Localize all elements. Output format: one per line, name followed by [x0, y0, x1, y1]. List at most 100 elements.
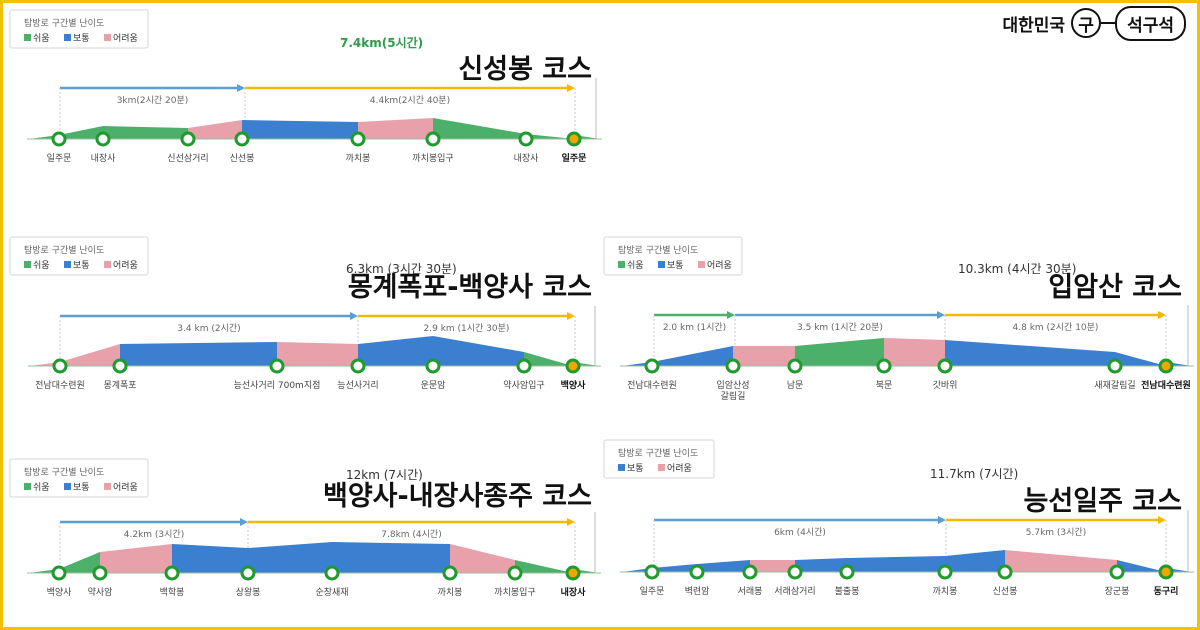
stop-node	[1109, 564, 1125, 580]
stop-node	[689, 564, 705, 580]
stop-label: 내장사	[91, 153, 117, 164]
segment-arrow-head	[1158, 311, 1166, 319]
profile-tail-start	[30, 362, 60, 366]
course-total: 10.3km (4시간 30분)	[958, 262, 1076, 276]
stop-label: 신선봉	[230, 153, 255, 164]
stop-label: 백양사	[47, 587, 73, 598]
profile-segment-hard	[188, 120, 242, 139]
profile-segment-normal	[120, 342, 277, 366]
stop-node	[180, 131, 196, 147]
stop-node	[937, 564, 953, 580]
profile-segment-normal	[172, 544, 248, 573]
profile-segment-hard	[884, 338, 945, 366]
segment-arrow-head	[237, 84, 245, 92]
course-title: 신성봉 코스	[458, 54, 592, 85]
stop-node	[234, 131, 250, 147]
legend-frame	[9, 9, 149, 49]
profile-tail-start	[622, 568, 652, 572]
legend-label-normal: 보통	[627, 463, 644, 474]
stop-label: 까치봉입구	[412, 152, 453, 164]
course-title: 능선일주 코스	[1024, 486, 1182, 517]
profile-segment-hard	[60, 344, 120, 366]
legend-label-normal: 보통	[73, 260, 90, 271]
legend-title: 탐방로 구간별 난이도	[24, 466, 104, 478]
stop-node	[1158, 564, 1174, 580]
stop-node	[565, 565, 581, 581]
profile-segment-hard	[100, 544, 172, 573]
stop-node	[516, 358, 532, 374]
legend-swatch-hard	[104, 34, 111, 41]
stop-node	[725, 358, 741, 374]
stop-node	[425, 131, 441, 147]
legend-frame	[603, 439, 715, 479]
stop-node	[566, 131, 582, 147]
legend-swatch-easy	[24, 34, 31, 41]
stop-label: 동구리	[1154, 585, 1179, 597]
segment-label: 7.8km (4시간)	[381, 529, 441, 540]
stop-label: 까치봉	[346, 152, 371, 164]
segment-label: 3.5 km (1시간 20분)	[797, 322, 883, 333]
stop-label: 능선사거리 700m지점	[234, 379, 321, 391]
profile-segment-easy	[103, 126, 188, 139]
legend-label-hard: 어려움	[113, 482, 138, 493]
course-title: 백양사-내장사종주 코스	[323, 481, 592, 512]
legend-swatch-hard	[698, 261, 705, 268]
legend-frame	[603, 236, 743, 276]
stop-node	[507, 565, 523, 581]
segment-arrow-head	[567, 312, 575, 320]
profile-segment-hard	[733, 346, 795, 366]
stop-node	[565, 358, 581, 374]
stop-label: 새재갈림길	[1094, 379, 1135, 391]
legend-swatch-normal	[618, 464, 625, 471]
legend-label-easy: 쉬움	[627, 260, 644, 271]
profile-segment-normal	[652, 346, 733, 366]
segment-label: 6km (4시간)	[774, 527, 826, 538]
stop-node	[644, 564, 660, 580]
course-panel: 6.3km (3시간 30분)몽계폭포-백양사 코스3.4 km (2시간)2.…	[28, 262, 601, 391]
stop-node	[350, 131, 366, 147]
stop-node	[350, 358, 366, 374]
stop-node	[644, 358, 660, 374]
segment-arrow-head	[240, 518, 248, 526]
legend-frame	[9, 458, 149, 498]
profile-segment-easy	[795, 338, 884, 366]
course-total: 11.7km (7시간)	[930, 467, 1018, 481]
stop-label: 일주문	[562, 152, 587, 164]
legend-swatch-hard	[104, 261, 111, 268]
legend-swatch-normal	[64, 261, 71, 268]
segment-label: 2.9 km (1시간 30분)	[424, 323, 510, 334]
profile-segment-hard	[750, 560, 795, 572]
brand-country: 대한민국	[1002, 15, 1066, 36]
stop-label: 까치봉	[933, 585, 958, 597]
profile-segment-easy	[59, 126, 103, 139]
stop-label: 벽련암	[685, 585, 710, 597]
stop-node	[997, 564, 1013, 580]
profile-segment-easy	[433, 118, 526, 139]
legend-label-normal: 보통	[73, 33, 90, 44]
segment-label: 3km(2시간 20분)	[117, 95, 189, 106]
legend-label-easy: 쉬움	[33, 260, 50, 271]
stop-label: 입암산성	[716, 379, 749, 391]
stop-label: 일주문	[47, 153, 72, 164]
profile-segment-normal	[847, 556, 945, 572]
profile-segment-normal	[1115, 352, 1166, 366]
stop-label: 장군봉	[1105, 586, 1130, 597]
stop-node	[787, 564, 803, 580]
profile-segment-normal	[332, 542, 450, 573]
stop-label: 순창새재	[315, 587, 348, 598]
profile-segment-hard	[358, 118, 433, 139]
stop-label: 전남대수련원	[35, 380, 85, 391]
legend-swatch-hard	[104, 483, 111, 490]
segment-label: 4.4km(2시간 40분)	[370, 95, 450, 106]
stop-label: 몽계폭포	[103, 379, 136, 391]
stop-label: 약사암	[88, 586, 113, 598]
brand-gu-badge: 구	[1071, 8, 1102, 38]
course-panel: 10.3km (4시간 30분)입암산 코스2.0 km (1시간)3.5 km…	[620, 262, 1194, 402]
profile-tail-start	[29, 569, 59, 573]
stop-node	[240, 565, 256, 581]
stop-node	[876, 358, 892, 374]
segment-arrow-head	[937, 311, 945, 319]
